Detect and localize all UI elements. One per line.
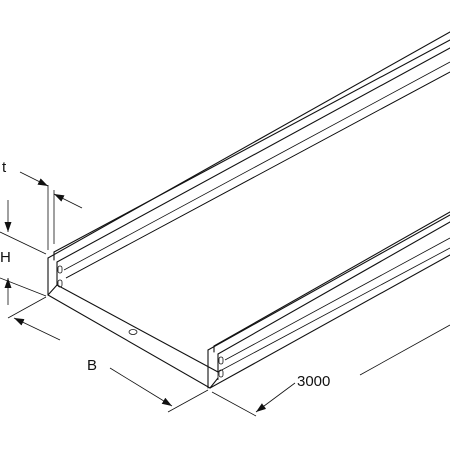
left-side-wall xyxy=(47,31,450,296)
tray-bottom xyxy=(47,71,450,389)
dimension-length: 3000 xyxy=(211,324,450,417)
label-h: H xyxy=(0,249,11,266)
label-length: 3000 xyxy=(297,373,330,390)
label-b: B xyxy=(87,357,97,374)
dimension-h: H xyxy=(0,200,47,305)
bottom-hole xyxy=(128,329,138,335)
label-t: t xyxy=(2,159,7,176)
left-wall-slots xyxy=(57,265,63,288)
dimension-b: B xyxy=(7,296,209,413)
right-side-wall xyxy=(207,211,450,389)
right-wall-slots xyxy=(218,356,224,378)
dimension-t: t xyxy=(2,159,83,250)
